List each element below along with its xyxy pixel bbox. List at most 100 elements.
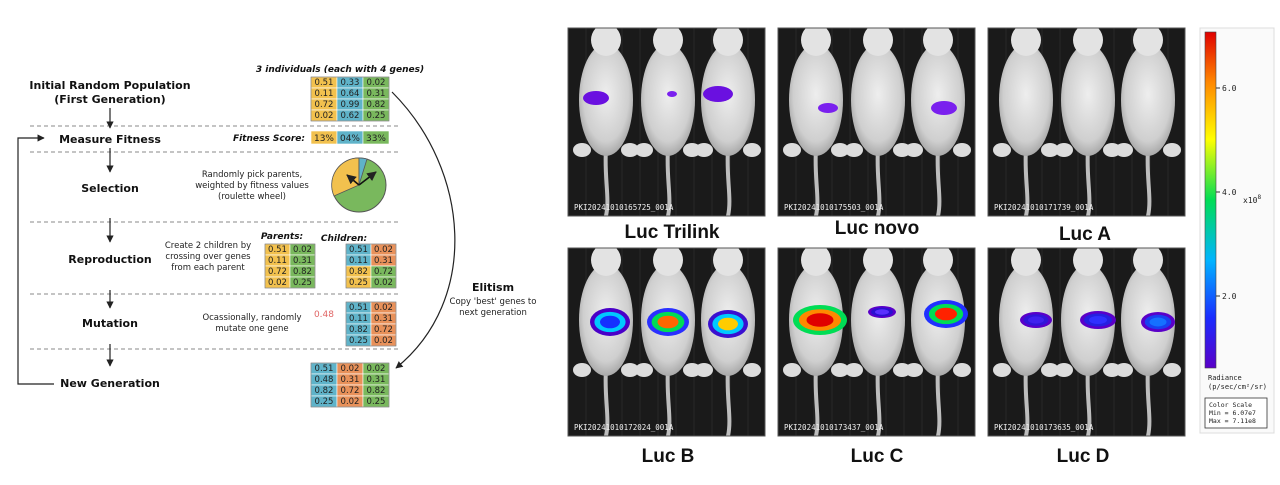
mouse-hind-paw	[1041, 143, 1059, 157]
mouse	[993, 28, 1059, 216]
mouse-hind-paw	[621, 363, 639, 377]
gene-value: 0.02	[374, 245, 393, 255]
mutation-text-1: Ocassionally, randomly	[202, 313, 301, 323]
mouse-hind-paw	[993, 363, 1011, 377]
mouse-tail	[665, 147, 672, 216]
colorbar-tick-6: 6.0	[1222, 84, 1237, 93]
individuals-caption: 3 individuals (each with 4 genes)	[256, 65, 424, 75]
mouse-hind-paw	[621, 143, 639, 157]
mouse-head	[591, 28, 621, 56]
colorbar-title-1: Radiance	[1208, 374, 1242, 382]
gene-value: 0.31	[341, 375, 360, 385]
mouse-hind-paw	[953, 143, 971, 157]
mouse-tail	[1145, 367, 1152, 436]
gene-value: 0.25	[367, 111, 386, 121]
fitness-score: 04%	[340, 134, 360, 144]
grid-border	[345, 243, 397, 289]
mouse-hind-paw	[905, 363, 923, 377]
mutation-text-2: mutate one gene	[215, 324, 288, 334]
mouse-head	[801, 28, 831, 56]
flow-arrows	[17, 91, 456, 385]
step-selection: Selection	[81, 182, 139, 195]
grid-border	[345, 301, 397, 347]
mouse-hind-paw	[993, 143, 1011, 157]
mouse-body	[1121, 44, 1175, 156]
signal-core	[1089, 315, 1107, 325]
panel-border	[987, 27, 1186, 217]
mouse-tail	[665, 367, 672, 436]
gene-value: 0.02	[367, 78, 386, 88]
selection-text-1: Randomly pick parents,	[202, 170, 302, 180]
grid-border	[310, 362, 390, 408]
imaging-panel-1: PKI20241010175503_001A	[778, 28, 975, 216]
mouse-tail	[1085, 147, 1092, 216]
mouse-hind-paw	[695, 363, 713, 377]
gene-value: 0.31	[293, 256, 312, 266]
step-initial-line2: (First Generation)	[54, 93, 165, 106]
mouse-tail	[603, 147, 610, 216]
roulette-wheel-icon	[331, 157, 387, 213]
mouse-head	[713, 28, 743, 56]
mouse-hind-paw	[783, 363, 801, 377]
step-initial-line1: Initial Random Population	[29, 79, 190, 92]
gene-value: 0.02	[341, 364, 360, 374]
gene-value: 0.82	[349, 267, 368, 277]
panel-border	[777, 27, 976, 217]
elitism-text-2: next generation	[459, 308, 527, 318]
mutation-value: 0.48	[314, 310, 334, 320]
mouse-hind-paw	[1115, 363, 1133, 377]
mouse-head	[1133, 248, 1163, 276]
mouse-head	[1011, 248, 1041, 276]
panel-border	[987, 247, 1186, 437]
mouse-tail	[813, 147, 820, 216]
grid-border	[310, 76, 390, 122]
mouse	[905, 248, 971, 436]
mouse-body	[999, 44, 1053, 156]
mouse-tail	[935, 367, 942, 436]
gene-value: 0.33	[341, 78, 360, 88]
mouse	[573, 28, 639, 216]
gene-value: 0.51	[349, 303, 368, 313]
mouse-hind-paw	[573, 143, 591, 157]
signal-core	[935, 307, 957, 321]
mouse-head	[1073, 28, 1103, 56]
mouse-head	[923, 248, 953, 276]
step-new-generation: New Generation	[60, 377, 160, 390]
mouse-tail	[813, 367, 820, 436]
imaging-panel-3: PKI20241010172024_001A	[568, 248, 765, 436]
gene-value: 0.25	[367, 397, 386, 407]
grid-border	[264, 243, 316, 289]
panel-file-id: PKI20241010165725_001A	[574, 203, 674, 212]
signal-spot	[931, 101, 957, 115]
mouse-body	[641, 44, 695, 156]
signal-core	[657, 315, 679, 329]
gene-value: 0.02	[268, 278, 287, 288]
panel-file-id: PKI20241010173437_001A	[784, 423, 884, 432]
gene-value: 0.11	[315, 89, 334, 99]
mouse-hind-paw	[573, 363, 591, 377]
panel-border	[567, 27, 766, 217]
mouse-body	[851, 44, 905, 156]
mouse-tail	[725, 147, 732, 216]
reproduction-text-2: crossing over genes	[165, 252, 251, 262]
imaging-panel-2: PKI20241010171739_001A	[988, 28, 1185, 216]
mouse-head	[863, 248, 893, 276]
gene-value: 0.25	[293, 278, 312, 288]
mouse	[905, 28, 971, 216]
gene-value: 0.11	[268, 256, 287, 266]
gene-value: 0.31	[367, 89, 386, 99]
mouse-hind-paw	[743, 363, 761, 377]
gene-value: 0.82	[367, 100, 386, 110]
signal-core	[875, 309, 889, 315]
panel-labels: Luc Trilink Luc novo Luc A Luc B Luc C L…	[624, 218, 1111, 467]
gene-value: 0.25	[349, 278, 368, 288]
mouse-hind-paw	[831, 143, 849, 157]
gene-value: 0.02	[341, 397, 360, 407]
panel-file-id: PKI20241010173635_001A	[994, 423, 1094, 432]
elitism-text-1: Copy 'best' genes to	[450, 297, 537, 307]
signal-spot	[583, 91, 609, 105]
